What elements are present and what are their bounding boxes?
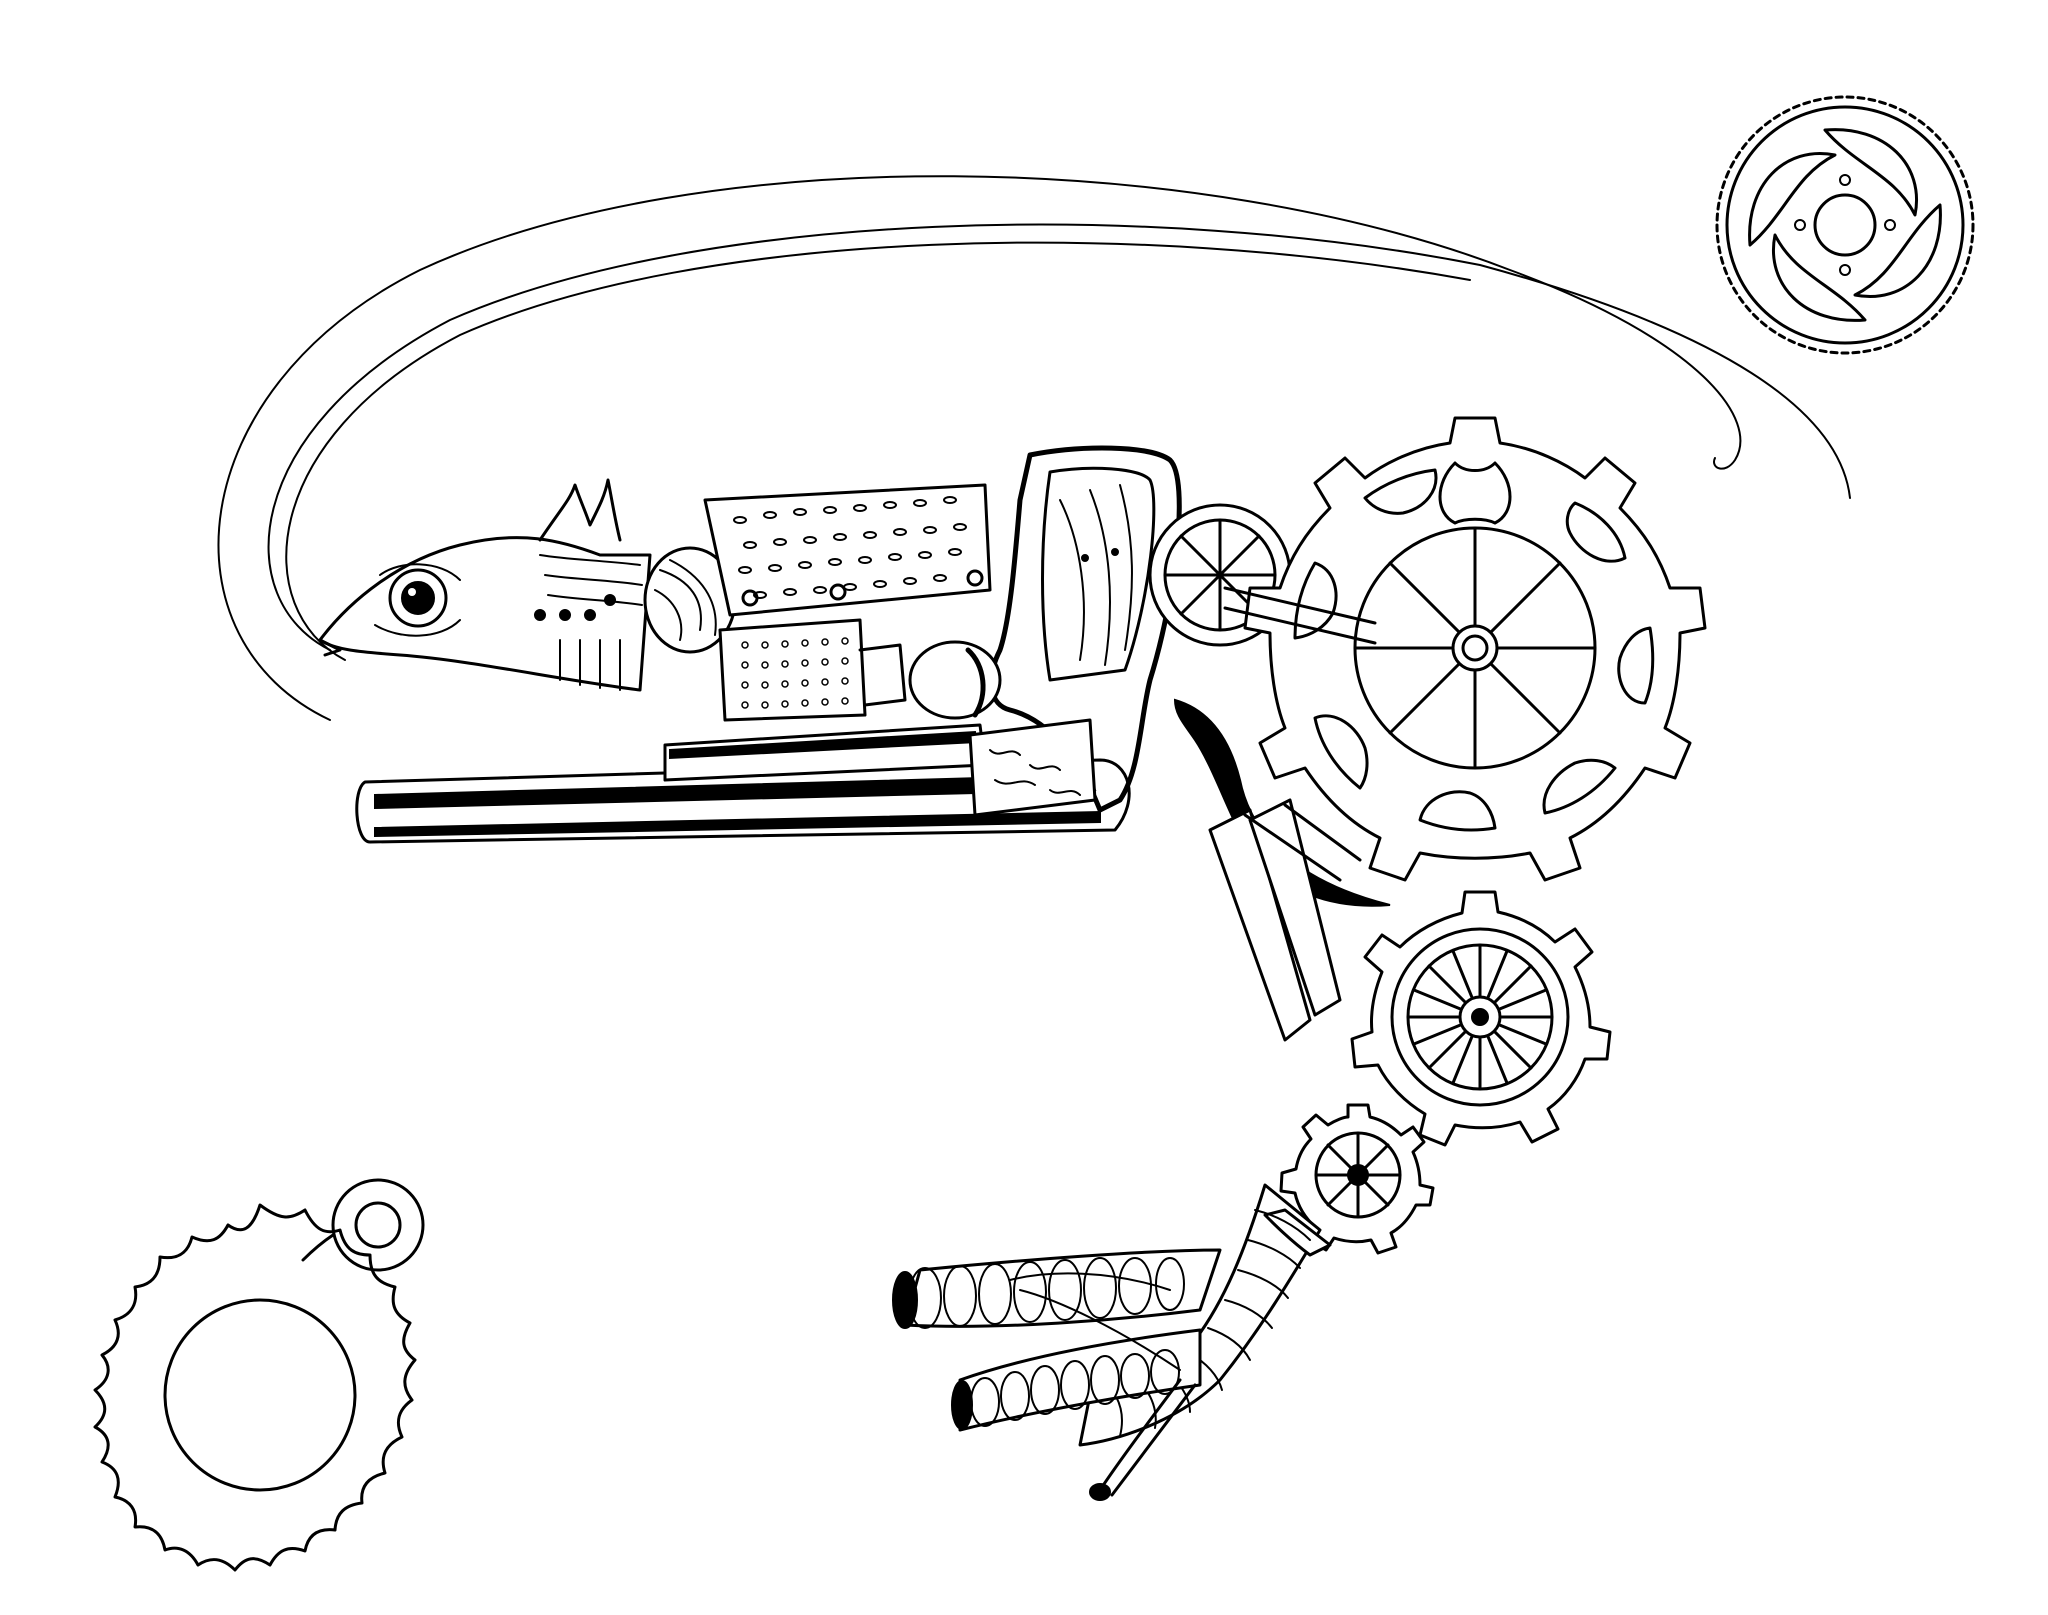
sprocket-gear-icon (1715, 95, 1975, 355)
chameleon-head-icon (318, 478, 652, 692)
large-gear-icon (1223, 416, 1707, 882)
antenna-wire-icon (217, 175, 1851, 721)
saw-blade-icon (93, 1203, 417, 1572)
black-strap-icon (1173, 698, 1391, 907)
medium-gear-icon (1350, 890, 1612, 1147)
ribbed-hose-tail-icon (892, 1183, 1332, 1501)
wrench-body-icon (355, 723, 1131, 844)
dotted-plate-icon (718, 618, 907, 722)
grip-frame-icon (908, 445, 1182, 817)
body-block-icon (703, 483, 992, 617)
small-gear-icon (1279, 1103, 1435, 1255)
bracket-icon (1208, 798, 1362, 1042)
washer-ring-icon (301, 1178, 425, 1272)
neck-ball-icon (643, 546, 737, 654)
